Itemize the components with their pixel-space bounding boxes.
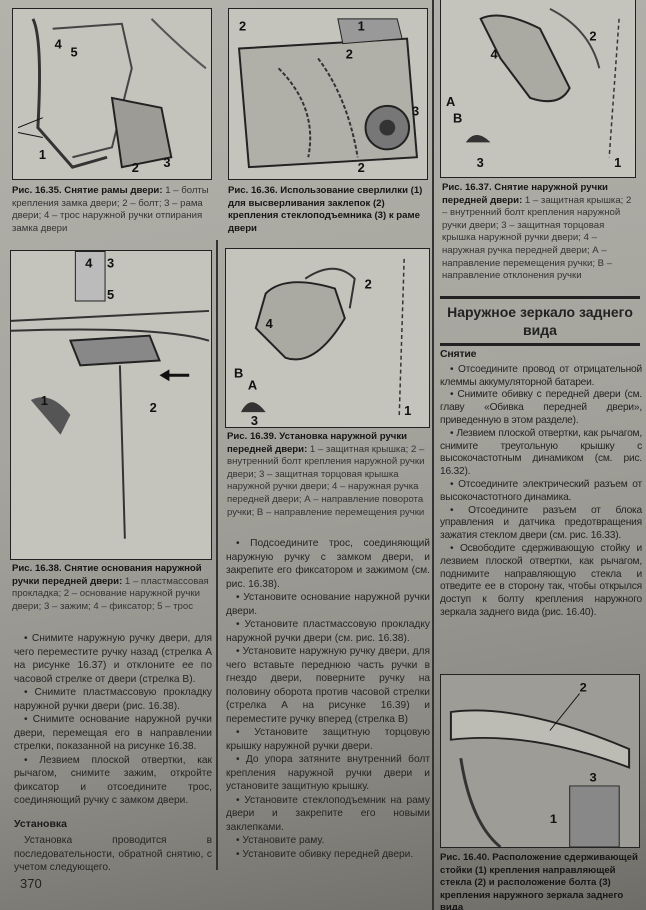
caption-title: Рис. 16.40. Расположение сдерживающей ст… xyxy=(440,852,638,910)
callout: 3 xyxy=(251,413,258,427)
caption-title: Рис. 16.37. Снятие наружной ручки передн… xyxy=(442,182,608,206)
figure-16-39: 2 4 B A 3 1 xyxy=(225,248,430,428)
callout: 2 xyxy=(132,160,139,175)
callout: B xyxy=(453,111,462,126)
caption-text: 1 – пластмассовая прокладка; 2 – основан… xyxy=(12,575,209,612)
window-regulator-illustration: 2 2 1 3 2 xyxy=(237,18,419,175)
door-frame-illustration: 4 5 1 2 3 xyxy=(17,18,207,175)
callout: 2 xyxy=(580,681,587,695)
paragraph: До упора затяните внутренний болт крепле… xyxy=(226,753,430,794)
paragraph: Установите основание наружной ручки двер… xyxy=(226,591,430,618)
subheading-removal: Снятие xyxy=(440,348,477,360)
paragraph: Лезвием плоской отвертки, как рычагом, с… xyxy=(440,428,642,479)
handle-base-removal-illustration: 4 3 5 1 2 xyxy=(11,251,210,539)
caption-title: Рис. 16.39. Установка наружной ручки пер… xyxy=(227,431,408,455)
figure-16-38: 4 3 5 1 2 xyxy=(10,250,212,560)
figure-caption-16-40: Рис. 16.40. Расположение сдерживающей ст… xyxy=(440,852,640,910)
callout: 4 xyxy=(55,37,63,52)
callout: 2 xyxy=(358,160,365,175)
callout: 2 xyxy=(589,29,596,44)
column-divider xyxy=(432,0,434,910)
right-column-text: Снятие Отсоедините провод от отрицательн… xyxy=(440,348,642,620)
caption-text: 1 – защитная крышка; 2 – внутренний болт… xyxy=(442,194,632,282)
callout: 3 xyxy=(477,155,484,170)
callout: 2 xyxy=(150,400,157,415)
figure-caption-16-38: Рис. 16.38. Снятие основания наружной ру… xyxy=(12,563,212,613)
callout: 3 xyxy=(107,255,114,270)
paragraph: Установите пластмассовую прокладку наруж… xyxy=(226,618,430,645)
caption-title: Рис. 16.36. Использование сверлилки (1) … xyxy=(228,185,423,234)
caption-text: 1 – болты крепления замка двери; 2 – бол… xyxy=(12,185,209,234)
callout: 3 xyxy=(590,771,597,785)
caption-text: 1 – защитная крышка; 2 – внутренний болт… xyxy=(227,443,425,518)
paragraph: Установите стеклоподъемник на раму двери… xyxy=(226,794,430,835)
paragraph: Отсоедините электрический разъем от высо… xyxy=(440,479,642,505)
callout: 1 xyxy=(614,155,621,170)
section-title: Наружное зеркало заднего вида xyxy=(440,296,640,346)
paragraph: Лезвием плоской отвертки, как рычагом, с… xyxy=(14,754,212,808)
figure-16-37: 2 4 A B 3 1 xyxy=(440,0,636,178)
callout: 5 xyxy=(70,44,77,59)
callout: 3 xyxy=(163,155,170,170)
outer-handle-removal-illustration: 2 4 A B 3 1 xyxy=(446,8,621,170)
callout: 1 xyxy=(41,393,48,408)
mirror-mount-illustration: 2 1 3 xyxy=(449,681,631,847)
page-number: 370 xyxy=(20,876,42,891)
paragraph: Установите защитную торцовую крышку нару… xyxy=(226,726,430,753)
callout: 4 xyxy=(266,316,274,331)
callout: 4 xyxy=(491,46,499,61)
caption-title: Рис. 16.38. Снятие основания наружной ру… xyxy=(12,563,202,587)
section-heading-installation: Установка xyxy=(14,817,67,830)
figure-caption-16-36: Рис. 16.36. Использование сверлилки (1) … xyxy=(228,185,428,235)
paragraph: Снимите пластмассовую прокладку наружной… xyxy=(14,686,212,713)
install-intro: Установка проводится в последовательност… xyxy=(14,835,212,873)
callout: A xyxy=(446,94,455,109)
paragraph: Снимите обивку с передней двери (см. гла… xyxy=(440,389,642,427)
paragraph: Отсоедините провод от отрицательной клем… xyxy=(440,364,642,390)
callout: 1 xyxy=(404,403,411,418)
callout: 4 xyxy=(85,255,93,270)
column-divider xyxy=(216,240,218,870)
callout: 1 xyxy=(550,812,557,826)
paragraph: Установите наружную ручку двери, для чег… xyxy=(226,645,430,726)
figure-16-36: 2 2 1 3 2 xyxy=(228,8,428,180)
paragraph: Освободите сдерживающую стойку и лезвием… xyxy=(440,543,642,620)
outer-handle-installation-illustration: 2 4 B A 3 1 xyxy=(234,258,411,427)
paragraph: Снимите наружную ручку двери, для чего п… xyxy=(14,632,212,686)
paragraph: Установите раму. xyxy=(226,834,430,848)
callout: 2 xyxy=(346,46,353,61)
paragraph: Отсоедините разъем от блока управления и… xyxy=(440,505,642,543)
callout: 3 xyxy=(412,104,419,119)
left-column-text: Снимите наружную ручку двери, для чего п… xyxy=(14,632,212,875)
figure-caption-16-35: Рис. 16.35. Снятие рамы двери: 1 – болты… xyxy=(12,185,212,235)
callout: 2 xyxy=(365,277,372,292)
caption-title: Рис. 16.35. Снятие рамы двери: xyxy=(12,185,163,196)
callout: B xyxy=(234,366,243,381)
figure-caption-16-39: Рис. 16.39. Установка наружной ручки пер… xyxy=(227,431,430,519)
paragraph: Установите обивку передней двери. xyxy=(226,848,430,862)
figure-16-35: 4 5 1 2 3 xyxy=(12,8,212,180)
figure-caption-16-37: Рис. 16.37. Снятие наружной ручки передн… xyxy=(442,182,636,283)
middle-column-text: Подсоедините трос, соединяющий наружную … xyxy=(226,537,430,861)
figure-16-40: 2 1 3 xyxy=(440,674,640,848)
paragraph: Снимите основание наружной ручки двери, … xyxy=(14,713,212,754)
callout: 1 xyxy=(39,147,46,162)
callout: 1 xyxy=(358,19,365,34)
callout: A xyxy=(248,377,257,392)
callout: 2 xyxy=(239,19,246,34)
paragraph: Подсоедините трос, соединяющий наружную … xyxy=(226,537,430,591)
callout: 5 xyxy=(107,287,114,302)
